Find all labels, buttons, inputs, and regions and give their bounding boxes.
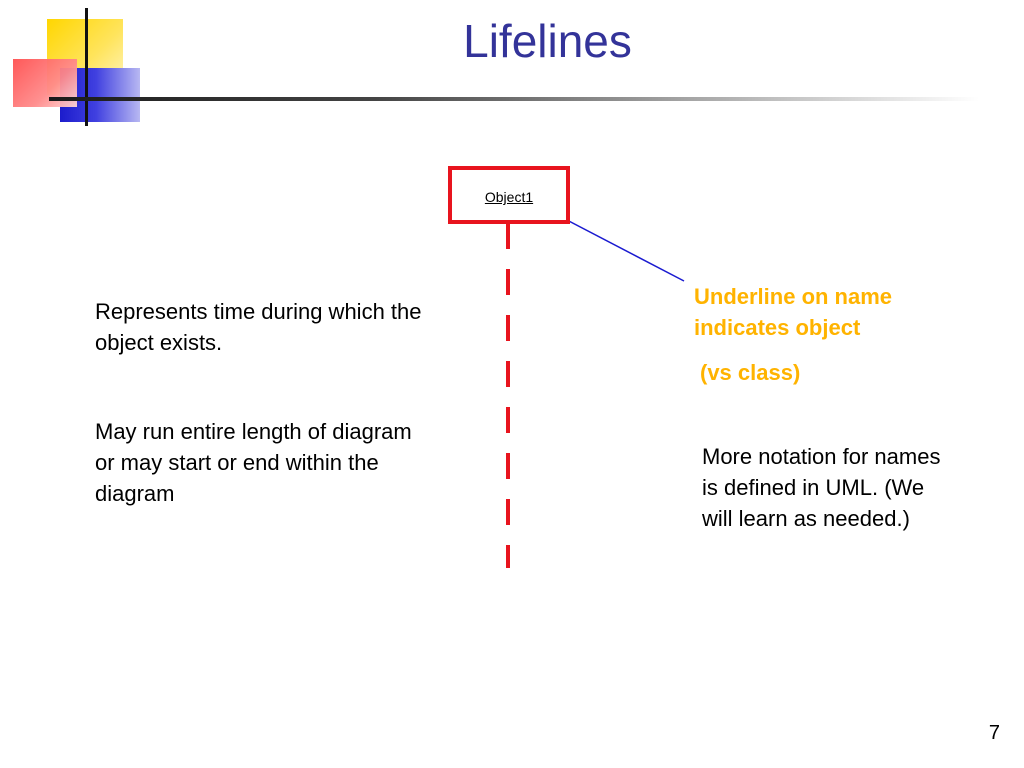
object-name-label: Object1 [484,189,534,205]
deco-vertical-line [85,8,88,126]
slide-title: Lifelines [463,15,632,67]
title-underline-rule [49,97,979,101]
note-run-length: May run entire length of diagram or may … [95,419,412,506]
note-more-notation: More notation for names is defined in UM… [702,444,941,531]
page-number: 7 [988,722,1000,744]
callout-underline-object: Underline on name indicates object [694,284,893,340]
object-box: Object1 [448,166,570,224]
note-time-exists: Represents time during which the object … [95,299,422,355]
callout-vs-class: (vs class) [700,360,801,385]
